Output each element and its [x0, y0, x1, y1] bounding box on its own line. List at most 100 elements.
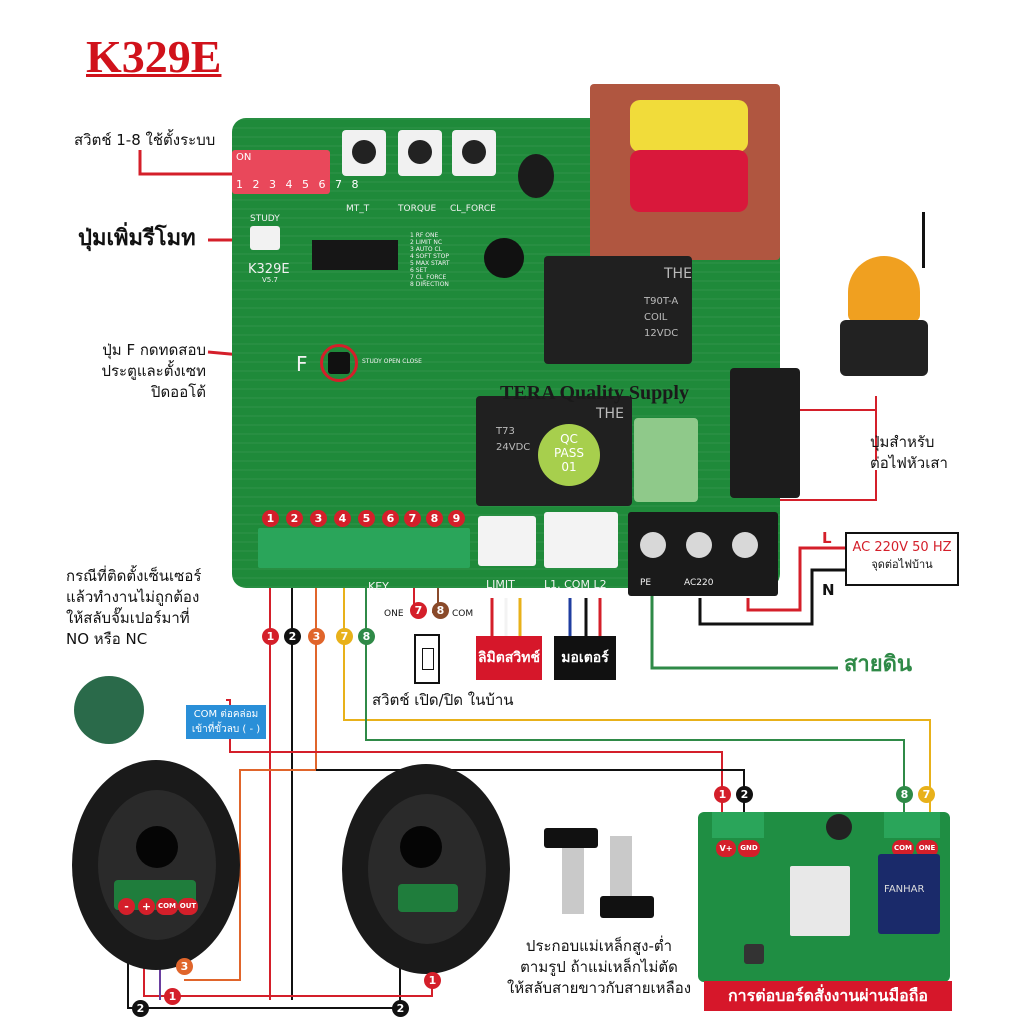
f-button-highlight	[320, 344, 358, 382]
dip-legend-8: 8 DIRECTION	[410, 281, 449, 288]
wifi-relay-terminal[interactable]	[884, 812, 940, 838]
dip-legend-6: 6 SET	[410, 267, 427, 274]
lamp-connector[interactable]	[634, 418, 698, 502]
screw-ac2	[732, 532, 758, 558]
terminal-4: 4	[334, 510, 351, 527]
ac-power-box: AC 220V 50 HZ จุดต่อไฟบ้าน	[845, 532, 959, 586]
pot-mt-t[interactable]	[342, 130, 386, 176]
ac-title: AC 220V 50 HZ	[852, 540, 952, 555]
switch-marker-8: 8	[432, 602, 449, 619]
f-button-label: ปุ่ม F กดทดสอบ ประตูและตั้งเซท ปิดออโต้	[101, 341, 206, 401]
terminal-9: 9	[448, 510, 465, 527]
in-house-switch[interactable]	[414, 634, 440, 684]
limit-switch-box: ลิมิตสวิทช์	[476, 636, 542, 680]
terminal-2: 2	[286, 510, 303, 527]
wifi-pin-com: COM	[892, 840, 914, 857]
sensor-pin-com: COM	[156, 898, 178, 915]
bottom-marker-1-right: 1	[424, 972, 441, 989]
pot-cl-force[interactable]	[452, 130, 496, 176]
relay-top-model: T90T-A	[644, 296, 679, 307]
switch-rocker	[422, 648, 434, 670]
dip-switch[interactable]	[232, 150, 330, 194]
main-ic-chip	[312, 240, 398, 270]
qc-line-2: PASS	[554, 446, 584, 460]
page-title: K329E	[86, 31, 222, 82]
dip-legend: 1 RF ONE 2 LIMIT NC 3 AUTO CL 4 SOFT STO…	[410, 232, 450, 288]
bottom-marker-2-left: 2	[132, 1000, 149, 1017]
wifi-marker-7: 7	[918, 786, 935, 803]
magnet-note: ประกอบแม่เหล็กสูง-ต่ำ ตามรูป ถ้าแม่เหล็ก…	[506, 937, 692, 997]
in-house-switch-label: สวิตช์ เปิด/ปิด ในบ้าน	[372, 691, 514, 709]
relay-top-coil: COIL	[644, 312, 668, 323]
watermark: TERA Quality Supply	[500, 382, 689, 404]
live-label: L	[822, 529, 832, 547]
sensor-note-label: กรณีที่ติดตั้งเซ็นเซอร์ แล้วทำงานไม่ถูกต…	[66, 567, 202, 648]
terminal-7: 7	[404, 510, 421, 527]
sensor-pin-out: OUT	[178, 898, 198, 915]
wifi-power-terminal[interactable]	[712, 812, 764, 838]
add-remote-label: ปุ่มเพิ่มรีโมท	[78, 226, 196, 251]
study-open-close-label: STUDY OPEN CLOSE	[362, 358, 422, 365]
f-letter: F	[296, 352, 308, 376]
warning-lamp	[848, 256, 920, 322]
lamp-antenna	[922, 212, 925, 268]
pot-torque[interactable]	[398, 130, 442, 176]
bottom-marker-2-right: 2	[392, 1000, 409, 1017]
dip-legend-5: 5 MAX START	[410, 260, 450, 267]
neutral-label: N	[822, 581, 835, 599]
relay-bottom-brand: THE	[596, 406, 624, 422]
study-button[interactable]	[250, 226, 280, 250]
wifi-button[interactable]	[744, 944, 764, 964]
wire-marker-1: 1	[262, 628, 279, 645]
buzzer	[484, 238, 524, 278]
pe-label: PE	[640, 578, 652, 588]
motor-connector[interactable]	[544, 512, 618, 568]
qc-pass-sticker: QC PASS 01	[538, 424, 600, 486]
dip-switch-label: สวิตช์ 1-8 ใช้ตั้งระบบ	[74, 131, 216, 149]
relay-top-voltage: 12VDC	[644, 328, 679, 339]
terminal-8: 8	[426, 510, 443, 527]
magnet-bottom	[600, 896, 654, 918]
screw-ac1	[686, 532, 712, 558]
main-terminal-block[interactable]	[258, 528, 470, 568]
bottom-marker-1-left: 1	[164, 988, 181, 1005]
terminal-5: 5	[358, 510, 375, 527]
magnet-top	[544, 828, 598, 848]
wifi-marker-1: 1	[714, 786, 731, 803]
dip-legend-2: 2 LIMIT NC	[410, 239, 443, 246]
motor-terminal-label: L1. COM L2	[544, 578, 607, 591]
wifi-pin-vplus: V+	[716, 840, 736, 857]
qc-line-3: 01	[561, 460, 577, 474]
transformer-coil-yellow	[630, 100, 748, 152]
wire-marker-8: 8	[358, 628, 375, 645]
wifi-marker-2: 2	[736, 786, 753, 803]
wifi-relay: FANHAR	[878, 854, 940, 934]
f-button[interactable]	[328, 352, 350, 374]
wire-marker-7: 7	[336, 628, 353, 645]
dip-legend-3: 3 AUTO CL	[410, 246, 443, 253]
wire-marker-2: 2	[284, 628, 301, 645]
terminal-1: 1	[262, 510, 279, 527]
limit-connector[interactable]	[478, 516, 536, 566]
magnet-bracket-right	[610, 836, 632, 902]
lamp-button-label: ปุ่มสำหรับ ต่อไฟหัวเสา	[870, 433, 948, 472]
wifi-pin-gnd: GND	[738, 840, 760, 857]
sensor-pin-minus: -	[118, 898, 135, 915]
switch-com-label: COM	[452, 609, 474, 619]
pot-label-torque: TORQUE	[398, 204, 437, 214]
motor-box: มอเตอร์	[554, 636, 616, 680]
wifi-pin-one: ONE	[916, 840, 938, 857]
screw-pe	[640, 532, 666, 558]
relay-bottom: THE T73 24VDC	[476, 396, 632, 506]
sensor-right-terminal-block[interactable]	[398, 884, 458, 912]
wifi-relay-brand: FANHAR	[884, 884, 925, 895]
transformer-coil-red	[630, 150, 748, 212]
photo-sensor-left-lens	[136, 826, 178, 868]
sensor-marker-3: 3	[176, 958, 193, 975]
board-version-label: V5.7	[262, 276, 278, 284]
photo-sensor-right-inner	[368, 794, 486, 944]
key-label: KEY	[368, 580, 389, 593]
pot-label-cl-force: CL_FORCE	[450, 204, 496, 214]
sensor-pin-plus: +	[138, 898, 155, 915]
switch-marker-7: 7	[410, 602, 427, 619]
